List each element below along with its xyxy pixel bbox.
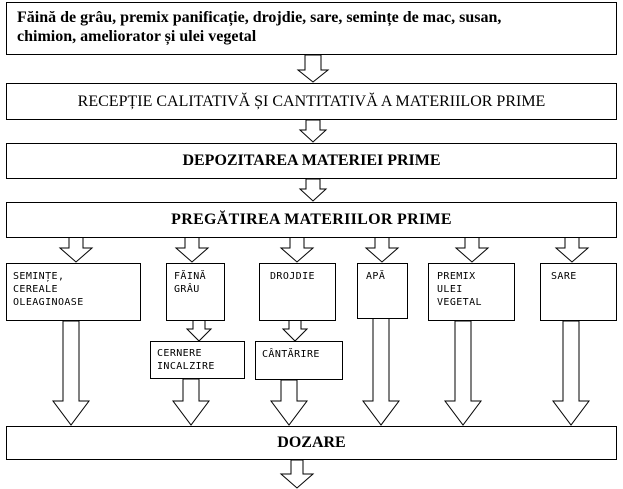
raw-materials-line-2: chimion, ameliorator și ulei vegetal [17, 28, 257, 45]
arrow-cantarire-to-dozare [270, 379, 308, 426]
branch-premix: PREMIX ULEI VEGETAL [428, 263, 515, 321]
branch-premix-line-1: PREMIX [437, 271, 476, 282]
step-pregatire: PREGĂTIREA MATERIILOR PRIME [6, 202, 617, 238]
branch-sare-line-1: SARE [551, 271, 577, 282]
sub-cernere-line-2: INCALZIRE [157, 361, 215, 372]
arrow-to-seminte [58, 236, 94, 263]
branch-sare: SARE [540, 263, 617, 321]
arrow-apa-to-dozare [362, 317, 400, 426]
arrow-to-sare [554, 236, 590, 263]
arrow-top-to-receptie [296, 54, 330, 83]
step-receptie-label: RECEPȚIE CALITATIVĂ ȘI CANTITATIVĂ A MAT… [77, 92, 546, 110]
step-pregatire-label: PREGĂTIREA MATERIILOR PRIME [171, 211, 452, 228]
branch-premix-line-2: ULEI [437, 284, 463, 295]
step-depozitare: DEPOZITAREA MATERIEI PRIME [6, 143, 617, 179]
arrow-to-faina [174, 236, 210, 263]
arrow-sare-to-dozare [552, 320, 590, 426]
arrow-to-apa [364, 236, 400, 263]
branch-drojdie-line-1: DROJDIE [270, 271, 315, 282]
branch-drojdie: DROJDIE [259, 263, 336, 321]
sub-cantarire-label: CÂNTĂRIRE [262, 349, 320, 360]
arrow-drojdie-to-cantarire [281, 319, 309, 342]
branch-seminte-line-3: OLEAGINOASE [13, 297, 84, 308]
sub-cernere-line-1: CERNERE [157, 348, 202, 359]
sub-cernere: CERNERE INCALZIRE [150, 341, 245, 379]
step-dozare: DOZARE [6, 426, 617, 460]
branch-premix-line-3: VEGETAL [437, 297, 482, 308]
step-receptie: RECEPȚIE CALITATIVĂ ȘI CANTITATIVĂ A MAT… [6, 83, 617, 120]
branch-faina-line-2: GRÂU [174, 284, 200, 295]
arrow-seminte-to-dozare [52, 320, 90, 426]
arrow-receptie-to-depozitare [298, 119, 328, 143]
raw-materials-box: Făină de grâu, premix panificație, drojd… [6, 2, 617, 55]
sub-cantarire: CÂNTĂRIRE [255, 341, 343, 380]
arrow-premix-to-dozare [444, 320, 482, 426]
branch-seminte: SEMINȚE, CEREALE OLEAGINOASE [6, 263, 141, 321]
arrow-cernere-to-dozare [172, 378, 210, 426]
branch-apa-line-1: APĂ [366, 271, 386, 282]
branch-faina-line-1: FĂINĂ [174, 271, 207, 282]
arrow-depozitare-to-pregatire [298, 178, 328, 202]
raw-materials-line-1: Făină de grâu, premix panificație, drojd… [17, 9, 502, 26]
arrow-faina-to-cernere [185, 319, 213, 342]
arrow-to-drojdie [279, 236, 315, 263]
arrow-to-premix [454, 236, 490, 263]
step-depozitare-label: DEPOZITAREA MATERIEI PRIME [182, 152, 441, 169]
arrow-dozare-out [279, 459, 315, 489]
branch-seminte-line-1: SEMINȚE, [13, 271, 65, 282]
step-dozare-label: DOZARE [277, 434, 346, 451]
branch-faina: FĂINĂ GRÂU [166, 263, 225, 321]
branch-apa: APĂ [357, 263, 408, 319]
branch-seminte-line-2: CEREALE [13, 284, 58, 295]
